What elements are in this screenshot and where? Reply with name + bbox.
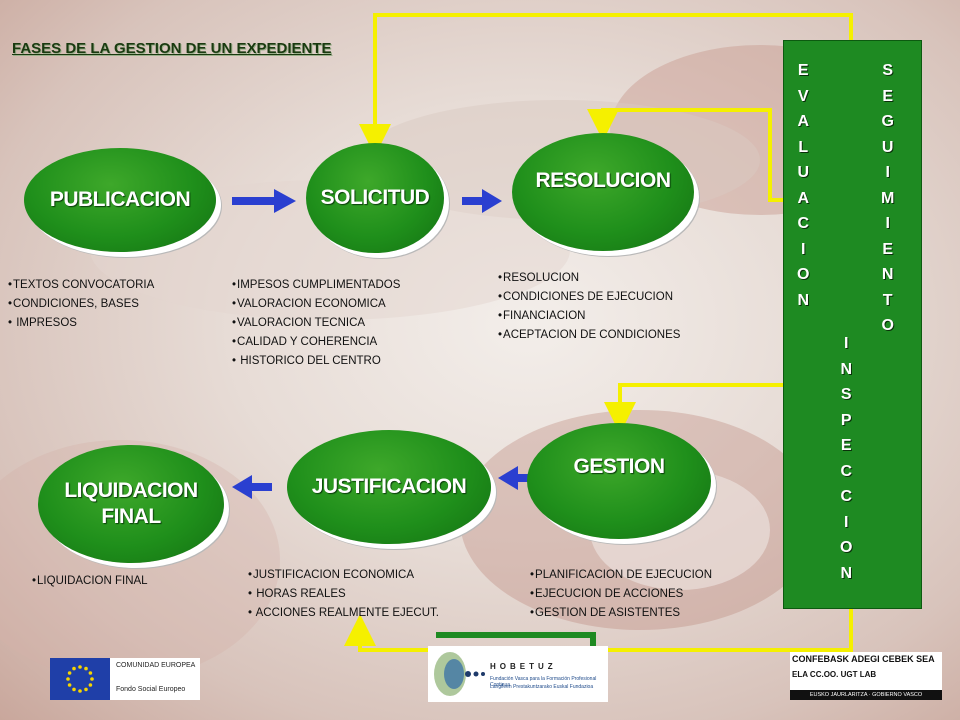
letter: E xyxy=(797,62,809,79)
list-item: TEXTOS CONVOCATORIA xyxy=(8,276,154,295)
list-item: ACEPTACION DE CONDICIONES xyxy=(498,326,680,345)
list-justificacion: JUSTIFICACION ECONOMICA HORAS REALES ACC… xyxy=(248,566,439,623)
list-item: VALORACION TECNICA xyxy=(232,314,400,333)
letter: T xyxy=(882,291,893,309)
list-item: HORAS REALES xyxy=(248,585,439,604)
list-item: JUSTIFICACION ECONOMICA xyxy=(248,566,439,585)
partners-row-employers: CONFEBASK ADEGI CEBEK SEA xyxy=(792,654,935,664)
list-publicacion: TEXTOS CONVOCATORIA CONDICIONES, BASES I… xyxy=(8,276,154,333)
list-item: HISTORICO DEL CENTRO xyxy=(232,352,400,371)
node-label: JUSTIFICACION xyxy=(311,475,467,498)
eu-label: COMUNIDAD EUROPEA xyxy=(116,662,196,669)
node-resolucion: RESOLUCION xyxy=(512,133,694,251)
letter: V xyxy=(797,87,809,105)
arrow-publicacion-solicitud xyxy=(232,189,296,213)
hobetuz-name: HOBETUZ xyxy=(490,662,557,671)
letter: S xyxy=(882,62,893,79)
eu-flag-icon xyxy=(50,658,110,700)
node-gestion: GESTION xyxy=(527,423,711,539)
letter: E xyxy=(882,87,893,105)
list-item: IMPRESOS xyxy=(8,314,154,333)
letter: I xyxy=(844,513,849,531)
hobetuz-subtitle: Fundación Vasca para la Formación Profes… xyxy=(490,676,597,688)
page-title: FASES DE LA GESTION DE UN EXPEDIENTE xyxy=(12,40,332,57)
list-item: VALORACION ECONOMICA xyxy=(232,295,400,314)
node-label: SOLICITUD xyxy=(320,186,430,209)
letter: C xyxy=(840,488,852,505)
letter: A xyxy=(797,189,809,207)
letter: P xyxy=(840,411,852,429)
list-item: EJECUCION DE ACCIONES xyxy=(530,585,712,604)
letter: S xyxy=(840,386,852,403)
letter: N xyxy=(840,564,852,582)
node-label: RESOLUCION xyxy=(535,169,671,192)
list-gestion: PLANIFICACION DE EJECUCION EJECUCION DE … xyxy=(530,566,712,623)
arrow-solicitud-resolucion xyxy=(462,189,502,213)
letter: C xyxy=(797,215,809,232)
inspeccion-vertical-text: I N S P E C C I O N xyxy=(840,331,852,586)
evaluacion-vertical-text: E V A L U A C I O N xyxy=(797,58,809,313)
letter: O xyxy=(881,317,894,334)
letter: O xyxy=(797,266,810,283)
node-label-line2: FINAL xyxy=(101,505,161,528)
letter: I xyxy=(885,164,890,181)
partners-logo: CONFEBASK ADEGI CEBEK SEA ELA CC.OO. UGT… xyxy=(790,652,942,700)
node-label-line1: LIQUIDACION xyxy=(64,479,198,502)
node-publicacion: PUBLICACION xyxy=(24,148,216,252)
letter: E xyxy=(840,437,852,454)
list-item: GESTION DE ASISTENTES xyxy=(530,604,712,623)
letter: M xyxy=(881,189,895,207)
list-item: FINANCIACION xyxy=(498,307,680,326)
list-resolucion: RESOLUCION CONDICIONES DE EJECUCION FINA… xyxy=(498,269,680,345)
letter: I xyxy=(885,215,890,232)
list-liquidacion: LIQUIDACION FINAL xyxy=(32,572,148,591)
list-item: RESOLUCION xyxy=(498,269,680,288)
node-label: GESTION xyxy=(573,455,665,478)
letter: U xyxy=(881,138,894,156)
arrow-justificacion-liquidacion xyxy=(232,475,272,499)
list-item: ACCIONES REALMENTE EJECUT. xyxy=(248,604,439,623)
list-item: LIQUIDACION FINAL xyxy=(32,572,148,591)
node-liquidacion-final: LIQUIDACION FINAL xyxy=(38,445,224,563)
government-footer: EUSKO JAURLARITZA · GOBIERNO VASCO xyxy=(790,690,942,700)
partners-row-unions: ELA CC.OO. UGT LAB xyxy=(792,670,877,679)
list-item: IMPESOS CUMPLIMENTADOS xyxy=(232,276,400,295)
connector-solicitud xyxy=(359,13,853,156)
hobetuz-emblem-icon xyxy=(434,652,485,696)
letter: A xyxy=(797,113,809,130)
connector-gestion xyxy=(604,360,810,434)
list-item: CALIDAD Y COHERENCIA xyxy=(232,333,400,352)
list-item: CONDICIONES DE EJECUCION xyxy=(498,288,680,307)
list-solicitud: IMPESOS CUMPLIMENTADOS VALORACION ECONOM… xyxy=(232,276,400,371)
list-item: CONDICIONES, BASES xyxy=(8,295,154,314)
hobetuz-subtitle-eu: Langileen Prestakuntzarako Euskal Fundaz… xyxy=(490,684,594,690)
letter: N xyxy=(881,266,894,283)
letter: I xyxy=(801,240,806,258)
node-solicitud: SOLICITUD xyxy=(306,143,444,253)
evaluation-panel xyxy=(783,40,922,609)
letter: N xyxy=(797,291,809,309)
seguimiento-vertical-text: S E G U I M I E N T O xyxy=(881,58,894,339)
letter: O xyxy=(840,539,853,556)
letter: L xyxy=(798,138,809,156)
letter: C xyxy=(840,462,852,480)
eu-logo: COMUNIDAD EUROPEA Fondo Social Europeo xyxy=(50,658,200,700)
node-label: PUBLICACION xyxy=(49,188,191,211)
node-justificacion: JUSTIFICACION xyxy=(287,430,491,544)
letter: G xyxy=(881,113,894,130)
letter: E xyxy=(882,240,893,258)
list-item: PLANIFICACION DE EJECUCION xyxy=(530,566,712,585)
letter: I xyxy=(844,335,849,352)
letter: U xyxy=(797,164,809,181)
letter: N xyxy=(840,360,852,378)
eu-fund-label: Fondo Social Europeo xyxy=(116,686,186,693)
hobetuz-logo: HOBETUZ Fundación Vasca para la Formació… xyxy=(428,646,608,702)
